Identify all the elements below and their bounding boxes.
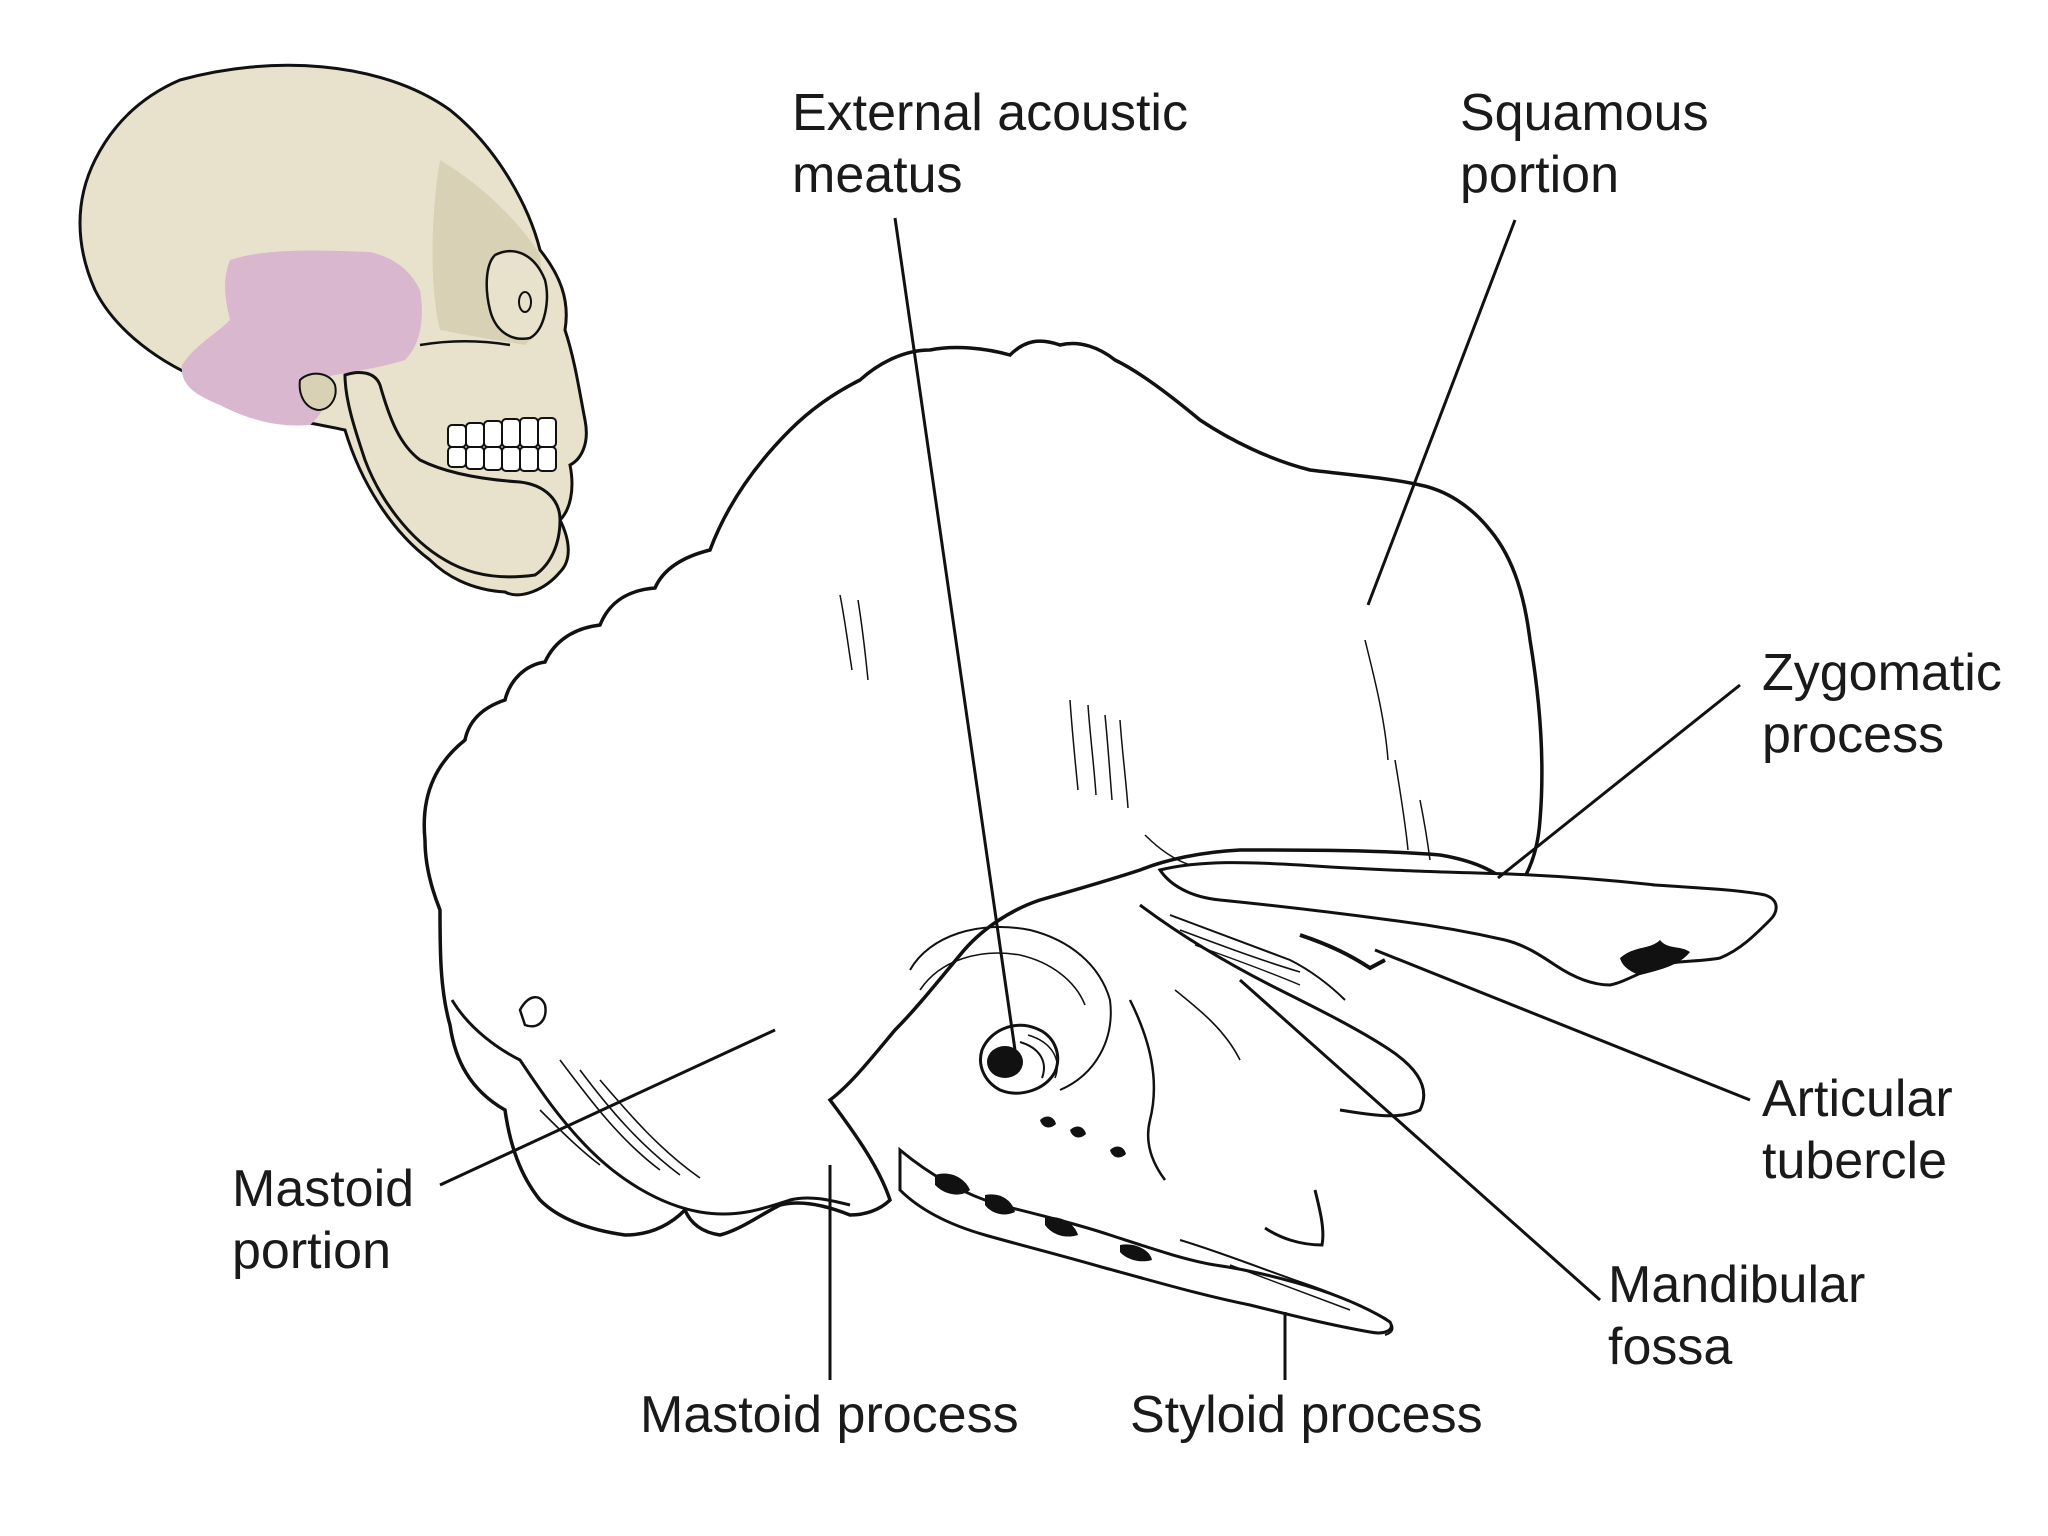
temporal-bone-highlight <box>181 250 422 426</box>
tympanic-part <box>898 1146 1393 1335</box>
leader-articular-tubercle <box>1374 948 1751 1102</box>
temporal-bone <box>422 339 1778 1336</box>
label-mastoid-process: Mastoid process <box>640 1386 1019 1444</box>
label-external-acoustic-meatus: External acoustic meatus <box>792 84 1188 204</box>
label-zygomatic-process: Zygomatic process <box>1762 644 2002 764</box>
orbit-icon <box>485 249 549 341</box>
leader-mastoid-portion <box>439 1028 776 1187</box>
label-mastoid-portion: Mastoid portion <box>232 1160 415 1280</box>
leader-mandibular-fossa <box>1239 978 1601 1302</box>
leader-squamous-portion <box>1366 219 1517 606</box>
label-mandibular-fossa: Mandibular fossa <box>1608 1256 1866 1376</box>
leader-lines <box>439 217 1751 1380</box>
shading-marks <box>935 1116 1152 1262</box>
label-articular-tubercle: Articular tubercle <box>1762 1070 1953 1190</box>
leader-zygomatic-process <box>1497 683 1741 880</box>
temporal-bone-outline <box>422 339 1544 1237</box>
styloid-process-shape <box>1179 1239 1394 1336</box>
label-styloid-process: Styloid process <box>1130 1386 1483 1444</box>
teeth-icon <box>447 417 557 472</box>
zygomatic-process-shape <box>1157 861 1778 987</box>
squamous-hatching <box>839 594 1431 866</box>
skull-inset <box>78 63 588 597</box>
label-squamous-portion: Squamous portion <box>1460 84 1709 204</box>
leader-external-acoustic-meatus <box>893 217 1017 1051</box>
mandible-outline <box>343 371 562 579</box>
